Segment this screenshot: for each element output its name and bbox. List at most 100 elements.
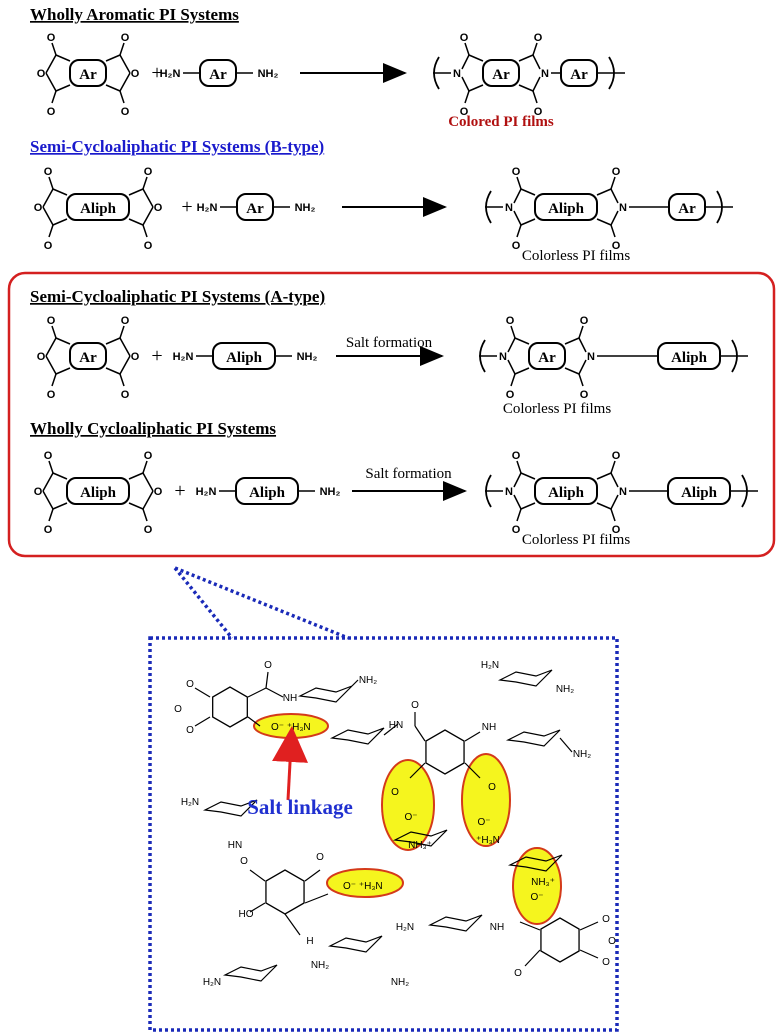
salt-pair-2: O⁻ ⁺H₃N <box>343 881 383 892</box>
carbonyl-oxygen: O <box>47 315 56 327</box>
imide-nitrogen: N <box>499 351 507 363</box>
cyclohexane-3 <box>505 729 561 747</box>
cyclohexane-6 <box>427 914 483 932</box>
amine-right: NH₂ <box>297 351 318 363</box>
reaction-condition: Salt formation <box>365 466 452 482</box>
amine-left-low: H₂N <box>181 797 199 808</box>
amide-oxygen: O <box>264 660 272 671</box>
ring-oxygen: O <box>34 486 43 498</box>
plus-sign: + <box>174 480 185 502</box>
carbonyl-oxygen: O <box>534 106 543 118</box>
anhydride-o: O <box>602 957 610 968</box>
carbonyl-oxygen: O <box>144 450 153 462</box>
detail-box <box>148 636 619 1032</box>
film-caption: Colorless PI films <box>503 401 612 417</box>
ring-oxygen: O <box>131 351 140 363</box>
carbonyl-oxygen: O <box>121 106 130 118</box>
ring-oxygen: O <box>131 68 140 80</box>
film-caption: Colorless PI films <box>522 532 631 548</box>
dianhydride-core <box>69 342 107 370</box>
amine-left-bottom: H₂N <box>203 977 221 988</box>
section-title: Semi-Cycloaliphatic PI Systems (A-type) <box>30 287 325 306</box>
carbonyl-oxygen: O <box>47 106 56 118</box>
benzene-ring-3 <box>540 917 580 963</box>
amine-right: NH₂ <box>320 486 341 498</box>
salt-highlight-3 <box>461 753 511 847</box>
benzene-ring-4 <box>265 869 305 915</box>
carbonyl-oxygen: O <box>512 524 521 536</box>
dianhydride-core <box>69 59 107 87</box>
cyclohexane-1 <box>297 685 353 703</box>
ammonium-1: NH₃⁺ <box>408 840 432 851</box>
carbonyl-oxygen: O <box>580 315 589 327</box>
carbonyl-oxygen: O <box>121 389 130 401</box>
polymer-core-1 <box>528 342 566 370</box>
salt-highlight-2 <box>381 759 435 851</box>
carboxylate-3: O⁻ <box>530 892 543 903</box>
dianhydride-core-label: Aliph <box>80 485 117 501</box>
o: O <box>488 782 496 793</box>
plus-sign: + <box>151 62 162 84</box>
imide-nitrogen: N <box>619 486 627 498</box>
carbonyl-oxygen: O <box>144 524 153 536</box>
repeat-bracket-right <box>731 339 738 373</box>
polymer-core-1-label: Ar <box>538 350 556 366</box>
ring-oxygen: O <box>174 704 182 715</box>
amide-h: H <box>306 936 313 947</box>
carbonyl-o: O <box>411 700 419 711</box>
dianhydride-core-label: Ar <box>79 350 97 366</box>
amine-left-top: H₂N <box>481 660 499 671</box>
amine-left: H₂N <box>173 351 194 363</box>
polymer-core-1 <box>534 477 598 505</box>
carbonyl-oxygen: O <box>460 32 469 44</box>
amide-nh-2: NH <box>482 722 496 733</box>
section-title: Wholly Cycloaliphatic PI Systems <box>30 419 276 438</box>
carbonyl-oxygen: O <box>47 389 56 401</box>
imide-nitrogen: N <box>505 202 513 214</box>
carbonyl-oxygen: O <box>612 450 621 462</box>
diamine-core-label: Ar <box>246 201 264 217</box>
polymer-core-2-label: Aliph <box>671 350 708 366</box>
dianhydride-core <box>66 193 130 221</box>
salt-highlight-4 <box>326 868 404 898</box>
amine-left: H₂N <box>196 486 217 498</box>
cyclohexane-2 <box>329 727 385 745</box>
amine-right: NH₂ <box>258 68 279 80</box>
carbonyl-oxygen: O <box>44 450 53 462</box>
anhydride-oxygen: O <box>186 679 194 690</box>
dianhydride-core-label: Aliph <box>80 201 117 217</box>
carbonyl-oxygen: O <box>612 524 621 536</box>
carboxylate-2: O⁻ <box>477 817 490 828</box>
diamine-core-label: Aliph <box>226 350 263 366</box>
polymer-core-2-label: Ar <box>678 201 696 217</box>
imide-nitrogen: N <box>541 68 549 80</box>
carbonyl-oxygen: O <box>612 240 621 252</box>
amide-hn: HN <box>389 720 403 731</box>
cyclohexane-7 <box>202 799 258 817</box>
polymer-core-1-label: Ar <box>492 67 510 83</box>
amine-right: NH₂ <box>573 749 591 760</box>
carbonyl-oxygen: O <box>144 166 153 178</box>
amine-top: NH₂ <box>359 675 377 686</box>
plus-sign: + <box>151 345 162 367</box>
repeat-bracket-right <box>608 56 615 90</box>
cyclohexane-4 <box>497 669 553 687</box>
polymer-core-1 <box>482 59 520 87</box>
o: O <box>391 787 399 798</box>
cyclohexane-5 <box>507 854 563 872</box>
ring-oxygen: O <box>34 202 43 214</box>
ring-oxygen: O <box>154 486 163 498</box>
imide-nitrogen: N <box>505 486 513 498</box>
salt-linkage-arrow <box>272 726 309 801</box>
carbonyl-oxygen: O <box>512 166 521 178</box>
section-title: Semi-Cycloaliphatic PI Systems (B-type) <box>30 137 324 156</box>
ring-oxygen: O <box>37 68 46 80</box>
o: O <box>514 968 522 979</box>
carbonyl-oxygen: O <box>460 106 469 118</box>
salt-linkage-label: Salt linkage <box>247 795 353 819</box>
polymer-core-1-label: Aliph <box>548 201 585 217</box>
amine-right: NH₂ <box>295 202 316 214</box>
repeat-bracket-right <box>741 474 748 508</box>
